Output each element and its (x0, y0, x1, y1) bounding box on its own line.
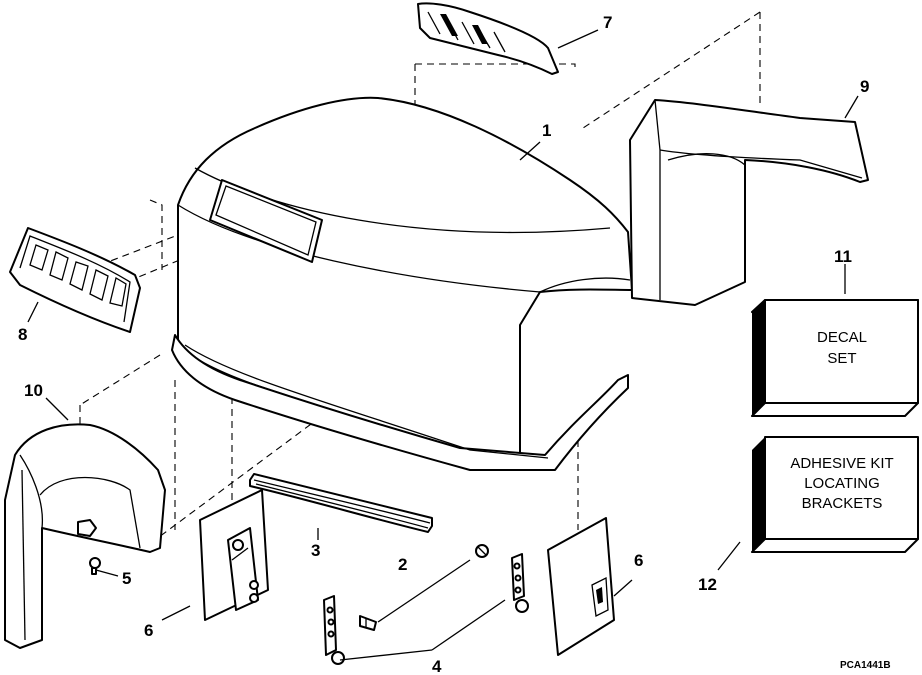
callout-6-left: 6 (144, 621, 153, 640)
screw-lower (359, 615, 377, 631)
callout-9: 9 (860, 77, 869, 96)
callout-2: 2 (398, 555, 407, 574)
cowl-top-cover (171, 96, 633, 471)
decal-set-line-1: DECAL (817, 329, 867, 346)
screw-5 (89, 557, 101, 575)
latch-right (511, 553, 529, 613)
adhesive-kit-box (751, 436, 919, 553)
adhesive-kit-line-3: BRACKETS (802, 495, 883, 512)
decal-set-line-2: SET (827, 350, 856, 367)
adhesive-kit-line-2: LOCATING (804, 475, 880, 492)
locating-bracket-left (199, 489, 269, 621)
rear-cover (629, 99, 869, 306)
screw-upper (475, 544, 489, 558)
seal-strip (249, 473, 433, 533)
rear-vent-grille (417, 2, 559, 75)
callout-11: 11 (834, 247, 852, 266)
callout-3: 3 (311, 541, 320, 560)
callout-4: 4 (432, 657, 442, 675)
drawing-code: PCA1441B (840, 660, 891, 671)
callout-6-right: 6 (634, 551, 643, 570)
side-vent-grille (9, 227, 141, 333)
decal-set-box (751, 299, 919, 417)
callout-1: 1 (542, 121, 551, 140)
callout-10: 10 (24, 381, 43, 400)
adhesive-kit-line-1: ADHESIVE KIT (790, 455, 893, 472)
front-cover (4, 423, 166, 649)
callout-12: 12 (698, 575, 717, 594)
latch-left (323, 595, 345, 665)
callout-8: 8 (18, 325, 27, 344)
leader-lines (27, 29, 859, 661)
callout-7: 7 (603, 13, 612, 32)
locating-bracket-right (547, 517, 615, 656)
callout-5: 5 (122, 569, 131, 588)
